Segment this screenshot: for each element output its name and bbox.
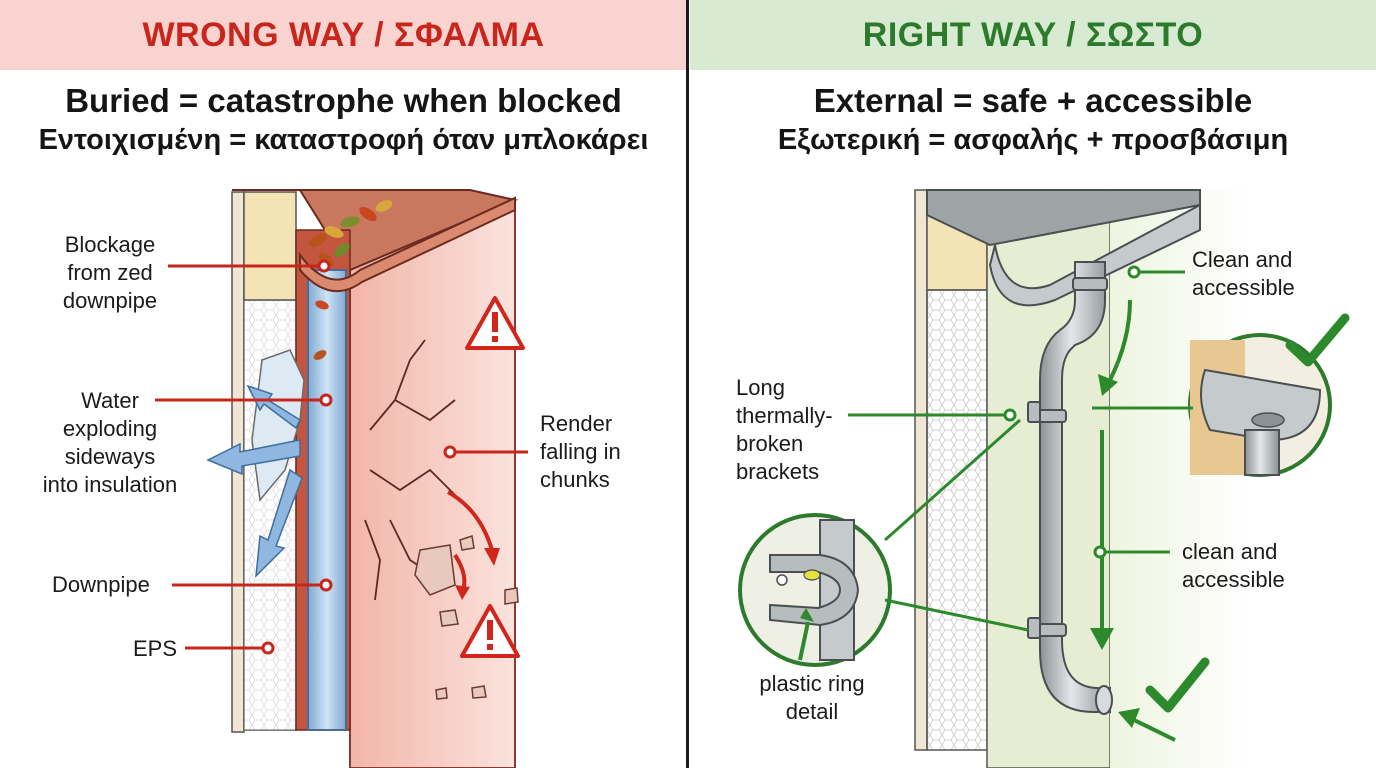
wrong-wall-illustration [155, 189, 528, 768]
gutter [299, 196, 516, 292]
water-burst-arrows [206, 384, 303, 579]
label-downpipe: Downpipe [52, 572, 150, 597]
gutter [988, 203, 1201, 307]
label-blockage: Blockage from zed downpipe [62, 232, 158, 313]
label-eps: EPS [133, 636, 178, 661]
checkmark-icon [1285, 313, 1350, 367]
flow-arrows [1090, 299, 1176, 742]
arrow-icon [206, 439, 301, 476]
label-clean-mid: clean and accessible [1182, 539, 1285, 592]
roof-edge [926, 189, 1201, 247]
label-water-exploding: Water exploding sideways into insulation [42, 388, 178, 497]
eps-insulation [926, 289, 988, 751]
warning-triangle-icon [460, 604, 520, 658]
render-surface [349, 198, 516, 768]
falling-arrows [447, 490, 500, 600]
right-leader-lines [848, 265, 1193, 632]
label-long-brackets: Long thermally- broken brackets [736, 375, 833, 484]
leaf-icon [308, 200, 393, 360]
render-chunks [414, 535, 519, 700]
arrow-icon [1108, 299, 1132, 381]
checkmark-icon [1145, 657, 1210, 713]
wrong-headline-en: Buried = catastrophe when blocked [65, 82, 622, 119]
wrong-headline-gr: Εντοιχισμένη = καταστροφή όταν μπλοκάρει [38, 124, 649, 156]
warning-triangle-icon [465, 296, 525, 350]
wrong-leader-lines [155, 259, 528, 655]
right-headline-en: External = safe + accessible [813, 82, 1253, 119]
bracket-detail-inset [738, 513, 892, 667]
pipe-brackets [1027, 277, 1108, 639]
right-way-banner: RIGHT WAY / ΣΩΣΤΟ [690, 0, 1376, 70]
label-plastic-ring: plastic ring detail [759, 671, 865, 724]
label-clean-top: Clean and accessible [1192, 247, 1295, 300]
right-headline-gr: Εξωτερική = ασφαλής + προσβάσιμη [777, 124, 1289, 156]
wrong-way-panel: WRONG WAY / ΣΦΑΛΜΑ Buried = catastrophe … [0, 0, 687, 768]
gutter-detail-inset [1188, 333, 1332, 477]
wrong-way-banner: WRONG WAY / ΣΦΑΛΜΑ [0, 0, 687, 70]
top-insulation [243, 191, 297, 301]
right-way-panel: RIGHT WAY / ΣΩΣΤΟ External = safe + acce… [690, 0, 1376, 768]
buried-downpipe [307, 269, 347, 731]
arrow-icon [447, 490, 494, 551]
wall-board [914, 189, 928, 751]
right-wall-illustration [738, 188, 1350, 768]
panel-divider [686, 0, 689, 768]
label-render-falling: Render falling in chunks [540, 411, 621, 492]
